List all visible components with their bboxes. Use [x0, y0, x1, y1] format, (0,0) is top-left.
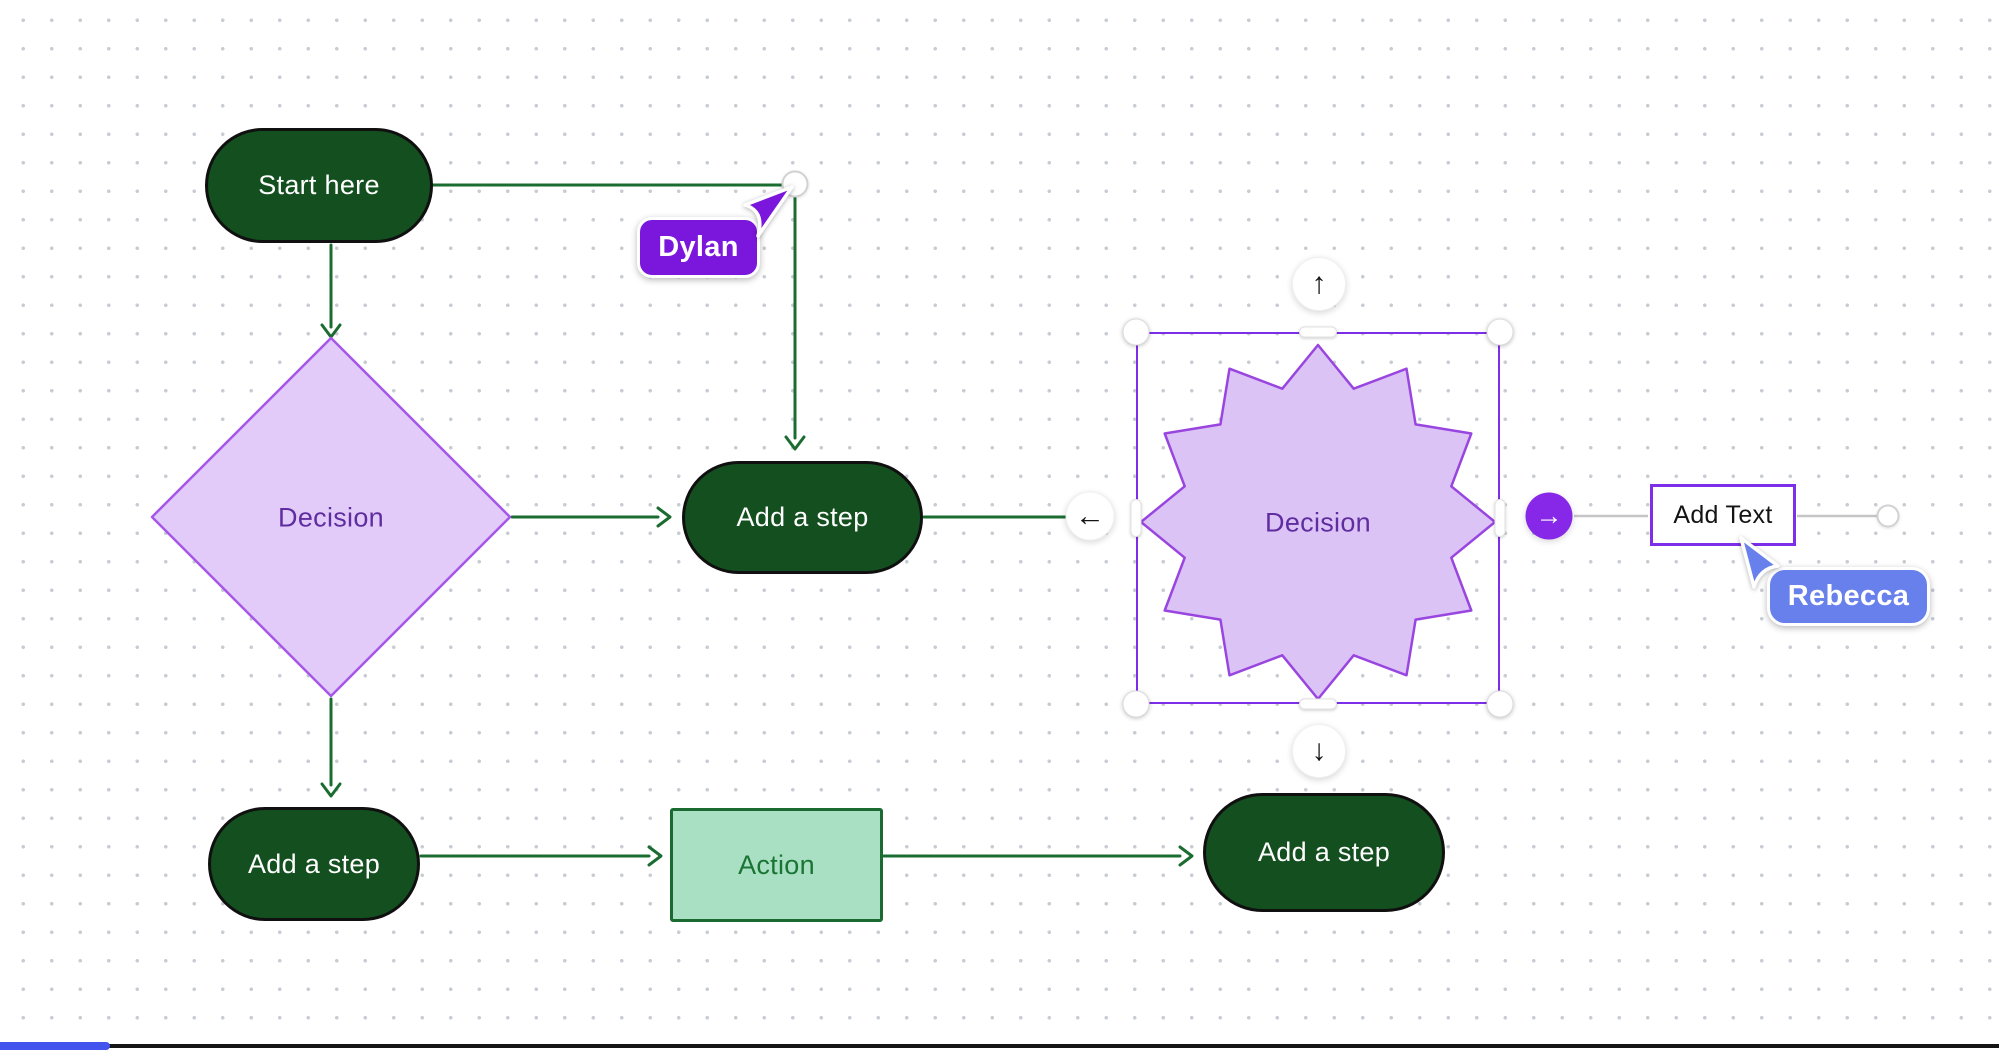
node-action[interactable]: Action: [670, 808, 883, 922]
selection-handle-bottom[interactable]: [1299, 698, 1337, 710]
connector-endpoint-handle[interactable]: [1876, 504, 1900, 528]
arrowhead-step-left: [656, 506, 672, 528]
collaborator-cursor-rebecca: [1739, 536, 1780, 589]
selection-handle-bottom-left[interactable]: [1122, 690, 1150, 718]
add-shape-down-button[interactable]: ↓: [1292, 724, 1346, 778]
collaborator-name: Rebecca: [1787, 580, 1910, 612]
collaborator-cursor-dylan: [743, 185, 794, 238]
node-step-middle-label: Add a step: [736, 502, 869, 532]
node-add-text[interactable]: Add Text: [1650, 484, 1796, 546]
selection-handle-top-right[interactable]: [1486, 318, 1514, 346]
selection-handle-right[interactable]: [1494, 499, 1506, 537]
add-shape-right-button[interactable]: →: [1525, 492, 1573, 540]
arrow-up-icon: ↑: [1311, 267, 1327, 300]
node-step-bottom-right-label: Add a step: [1257, 837, 1391, 867]
selection-handle-top-left[interactable]: [1122, 318, 1150, 346]
arrowhead-down-step: [784, 435, 806, 451]
node-add-text-label: Add Text: [1673, 500, 1773, 529]
window-bottom-edge: [0, 1044, 1999, 1048]
node-step-bottom-left[interactable]: Add a step: [208, 807, 420, 921]
selection-handle-top[interactable]: [1299, 326, 1337, 338]
node-decision-star-label[interactable]: Decision: [1265, 507, 1371, 538]
collaborator-tag-rebecca: Rebecca: [1767, 567, 1930, 626]
node-step-bottom-left-label: Add a step: [247, 848, 381, 879]
arrowhead-diamond-top: [320, 323, 342, 339]
arrowhead-bottom-step: [320, 782, 342, 798]
arrowhead-step-br-left: [1178, 845, 1194, 867]
node-start-label: Start here: [258, 170, 380, 200]
arrow-left-icon: ←: [1075, 499, 1105, 532]
node-step-middle[interactable]: Add a step: [682, 461, 923, 574]
selection-handle-bottom-right[interactable]: [1486, 690, 1514, 718]
arrow-right-icon: →: [1535, 500, 1563, 531]
collaborator-name: Dylan: [658, 231, 739, 263]
add-shape-left-button[interactable]: ←: [1065, 491, 1115, 541]
node-decision-diamond-label[interactable]: Decision: [278, 502, 384, 533]
collaborator-tag-dylan: Dylan: [637, 217, 760, 278]
node-action-label: Action: [738, 849, 815, 880]
add-shape-up-button[interactable]: ↑: [1292, 257, 1346, 311]
selection-handle-left[interactable]: [1130, 499, 1142, 537]
presence-progress-bar: [0, 1042, 110, 1050]
arrowhead-action-left: [647, 845, 663, 867]
node-start[interactable]: Start here: [205, 128, 433, 243]
arrow-down-icon: ↓: [1311, 734, 1327, 767]
node-step-bottom-right[interactable]: Add a step: [1203, 793, 1445, 912]
